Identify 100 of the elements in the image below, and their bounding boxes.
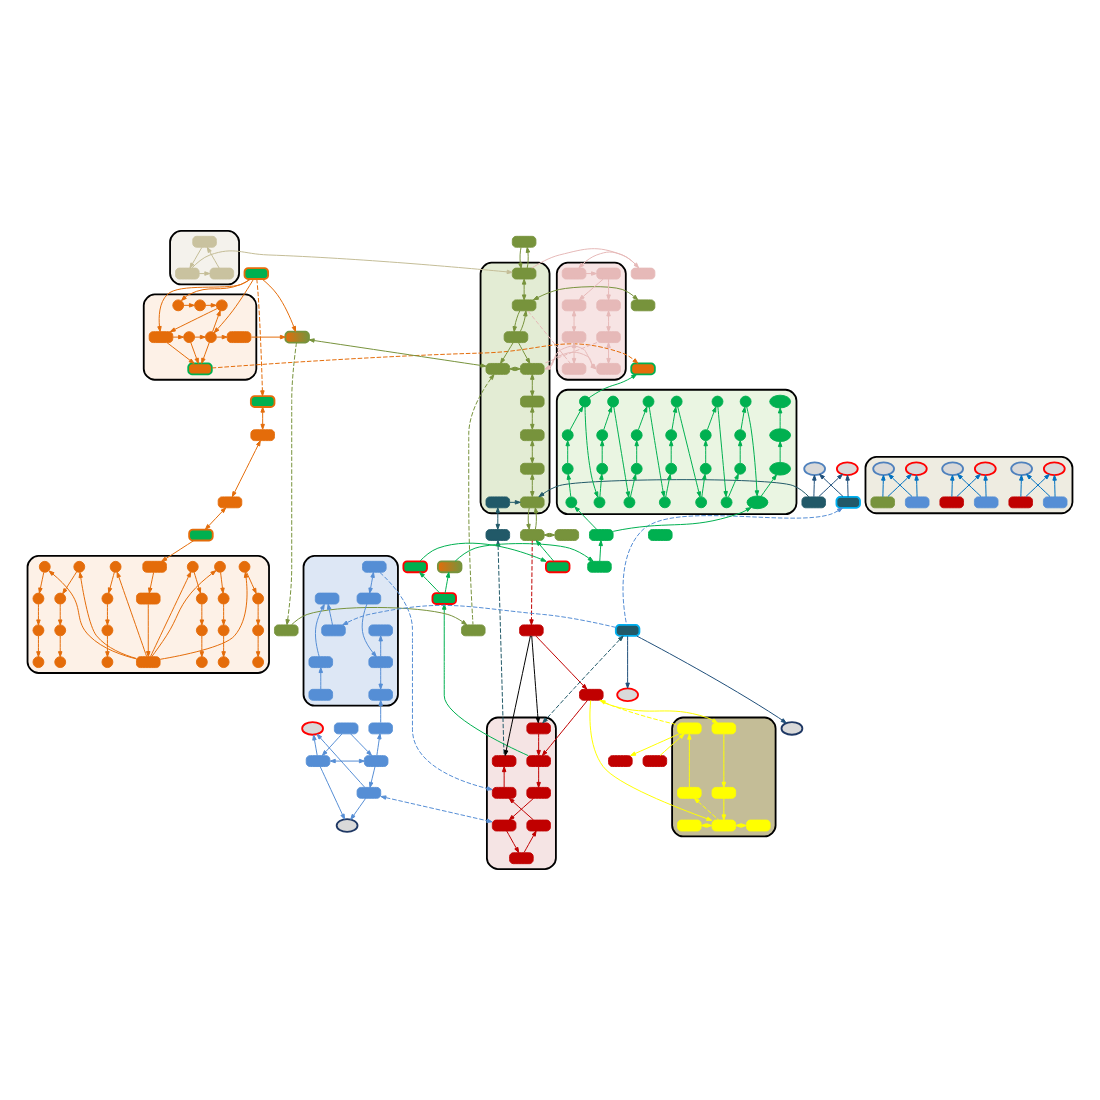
node-circle <box>670 395 683 408</box>
node-box <box>526 722 551 735</box>
arrow <box>630 733 680 757</box>
arrow <box>321 733 343 756</box>
arrow <box>199 603 205 626</box>
node-box <box>801 496 826 509</box>
arrow <box>565 440 570 464</box>
node-box <box>520 429 545 442</box>
node-box <box>1042 496 1068 509</box>
arrow <box>585 271 598 276</box>
arrow <box>599 699 678 726</box>
arrow <box>378 699 383 724</box>
node-circle <box>596 429 609 442</box>
node-circle <box>215 299 228 312</box>
arrow <box>523 830 537 854</box>
node-box <box>520 395 545 408</box>
node-circle <box>183 331 196 343</box>
arrow <box>599 440 605 464</box>
arrow <box>368 766 376 788</box>
node-box <box>368 722 393 735</box>
node-circle <box>596 462 609 475</box>
arrow <box>246 571 257 594</box>
arrow <box>1052 474 1057 498</box>
arrow <box>189 246 203 269</box>
arrow <box>629 473 637 498</box>
node-box <box>363 755 389 767</box>
node-box <box>461 624 486 637</box>
node-box <box>356 592 382 605</box>
connector <box>543 342 598 364</box>
node-box <box>561 267 587 280</box>
arrow <box>78 572 137 659</box>
arrow <box>172 334 185 340</box>
arrow <box>541 699 588 757</box>
arrow <box>319 766 346 820</box>
arrow <box>379 572 493 791</box>
arrow <box>535 635 588 690</box>
node-box <box>1008 496 1033 509</box>
arrow <box>58 603 63 626</box>
node-circle <box>109 560 122 573</box>
node-circle <box>658 496 671 509</box>
arrow <box>199 635 205 658</box>
node-box <box>209 267 235 280</box>
arrow <box>812 474 817 498</box>
arrow <box>501 766 507 788</box>
node-ellipse <box>1042 461 1066 476</box>
node-box <box>630 362 656 376</box>
node-ellipse <box>769 461 792 476</box>
node-box <box>677 786 702 799</box>
node-circle <box>54 624 67 637</box>
arrow <box>193 571 202 594</box>
arrow <box>318 667 323 690</box>
node-ellipse <box>904 461 928 476</box>
arrow <box>566 473 572 497</box>
node-box <box>746 819 771 832</box>
arrow <box>574 506 598 530</box>
node-box <box>587 560 612 573</box>
arrow <box>703 440 708 464</box>
node-box <box>356 786 382 799</box>
node-box <box>187 362 213 376</box>
node-box <box>368 624 393 637</box>
node-ellipse <box>941 461 964 476</box>
arrow <box>62 571 78 595</box>
node-circle <box>238 560 251 573</box>
node-box <box>561 299 587 312</box>
node-box <box>333 722 359 735</box>
arrow <box>378 667 383 690</box>
node-box <box>870 496 895 509</box>
arrow <box>584 406 599 498</box>
node-box <box>192 235 217 248</box>
node-box <box>175 267 200 280</box>
node-ellipse <box>835 461 859 476</box>
node-circle <box>195 624 208 637</box>
arrow <box>589 699 713 821</box>
node-circle <box>54 592 67 605</box>
arrow <box>530 373 535 397</box>
arrow <box>571 310 577 333</box>
arrow <box>206 246 220 269</box>
arrow <box>1019 474 1024 498</box>
node-box <box>250 429 275 442</box>
node-circle <box>579 395 591 408</box>
arrow <box>454 543 594 562</box>
arrow <box>342 604 617 628</box>
arrow <box>221 603 226 626</box>
arrow <box>701 473 707 498</box>
arrow <box>521 278 527 301</box>
node-box <box>677 722 702 735</box>
node-circle <box>565 496 578 509</box>
node-ellipse <box>803 461 826 476</box>
node-box <box>596 363 621 375</box>
arrow <box>48 570 137 660</box>
node-box <box>630 299 656 312</box>
node-box <box>520 363 545 375</box>
arrow <box>231 440 261 498</box>
node-circle <box>630 429 643 442</box>
arrow <box>914 474 919 498</box>
node-box <box>274 624 299 637</box>
arrow <box>518 342 531 364</box>
node-box <box>511 267 537 280</box>
arrow <box>442 603 529 757</box>
node-circle <box>623 496 636 509</box>
